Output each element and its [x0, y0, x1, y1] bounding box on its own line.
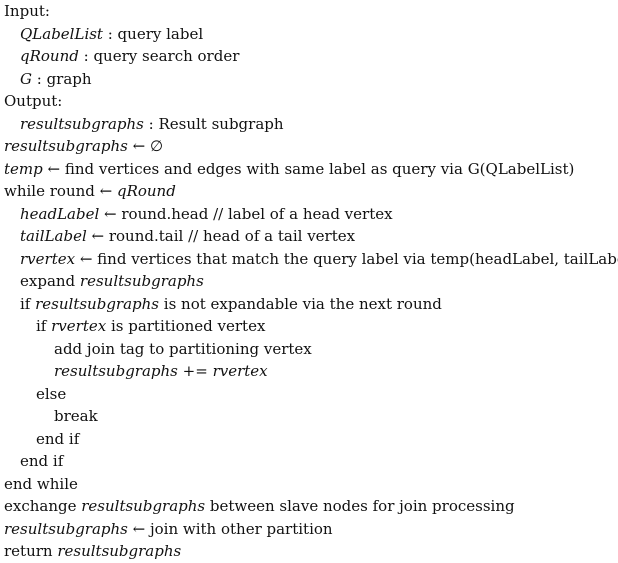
variable-name: tailLabel [20, 227, 87, 245]
algorithm-line: tailLabel ← round.tail // head of a tail… [4, 225, 616, 248]
code-text: exchange [4, 497, 82, 515]
code-text: else [36, 384, 67, 403]
variable-name: rvertex [20, 249, 76, 268]
algorithm-line: return resultsubgraphs [4, 540, 616, 563]
code-text: ← find vertices and edges with same labe… [42, 159, 575, 178]
algorithm-line: QLabelList : query label [4, 23, 616, 46]
algorithm-line: headLabel ← round.head // label of a hea… [4, 203, 616, 226]
algorithm-line: qRound : query search order [4, 45, 616, 68]
code-text: break [54, 407, 98, 425]
code-text: return [4, 542, 58, 560]
variable-name: temp [4, 159, 43, 178]
algorithm-line: end if [4, 450, 616, 473]
variable-name: QLabelList [20, 24, 103, 43]
variable-name: resultsubgraphs [35, 294, 159, 313]
code-text: ← round.head // label of a head vertex [99, 204, 393, 223]
variable-name: resultsubgraphs [20, 114, 144, 133]
algorithm-line: rvertex ← find vertices that match the q… [4, 248, 618, 271]
code-text: : graph [31, 69, 92, 88]
code-text: expand [20, 272, 80, 290]
code-text: ← join with other partition [127, 519, 333, 538]
variable-name: resultsubgraphs [54, 362, 178, 380]
code-text: += [177, 362, 213, 380]
code-text: ← ∅ [127, 137, 164, 155]
variable-name: G [20, 69, 32, 88]
variable-name: qRound [116, 182, 176, 200]
algorithm-line: resultsubgraphs ← ∅ [4, 135, 616, 158]
variable-name: rvertex [51, 317, 107, 335]
algorithm-line: if rvertex is partitioned vertex [4, 315, 616, 338]
algorithm-line: add join tag to partitioning vertex [4, 338, 616, 361]
code-text: is partitioned vertex [106, 317, 266, 335]
code-text: end if [20, 452, 64, 470]
code-text: Input: [4, 2, 50, 20]
algorithm-line: while round ← qRound [4, 180, 616, 203]
code-text: between slave nodes for join processing [205, 497, 515, 515]
code-text: add join tag to partitioning vertex [54, 339, 312, 358]
algorithm-line: exchange resultsubgraphs between slave n… [4, 495, 616, 518]
algorithm-line: resultsubgraphs ← join with other partit… [4, 518, 616, 541]
code-text: end if [36, 429, 80, 448]
variable-name: headLabel [20, 204, 100, 223]
code-text: if [20, 294, 36, 313]
algorithm-line: break [4, 405, 616, 428]
variable-name: resultsubgraphs [57, 542, 182, 560]
variable-name: resultsubgraphs [81, 497, 206, 515]
variable-name: resultsubgraphs [79, 272, 204, 290]
variable-name: rvertex [212, 362, 268, 380]
code-text: end while [4, 474, 78, 493]
variable-name: resultsubgraphs [4, 519, 128, 538]
code-text: ← find vertices that match the query lab… [75, 249, 618, 268]
algorithm-line: else [4, 383, 616, 406]
code-text: : Result subgraph [143, 114, 284, 133]
algorithm-line: resultsubgraphs += rvertex [4, 360, 616, 383]
code-text: ← round.tail // head of a tail vertex [86, 227, 356, 245]
code-text: while round ← [4, 182, 117, 200]
algorithm-line: resultsubgraphs : Result subgraph [4, 113, 616, 136]
algorithm-line: temp ← find vertices and edges with same… [4, 158, 616, 181]
code-text: if [36, 317, 52, 335]
code-text: : query label [102, 24, 204, 43]
variable-name: resultsubgraphs [4, 137, 128, 155]
code-text: : query search order [78, 47, 240, 65]
code-text: is not expandable via the next round [159, 294, 442, 313]
algorithm-line: expand resultsubgraphs [4, 270, 616, 293]
variable-name: qRound [20, 47, 79, 65]
algorithm-line: if resultsubgraphs is not expandable via… [4, 293, 616, 316]
code-text: Output: [4, 92, 63, 110]
algorithm-line: Input: [4, 0, 616, 23]
algorithm-line: Output: [4, 90, 616, 113]
algorithm-line: end while [4, 473, 616, 496]
algorithm-line: G : graph [4, 68, 616, 91]
algorithm-line: end if [4, 428, 616, 451]
